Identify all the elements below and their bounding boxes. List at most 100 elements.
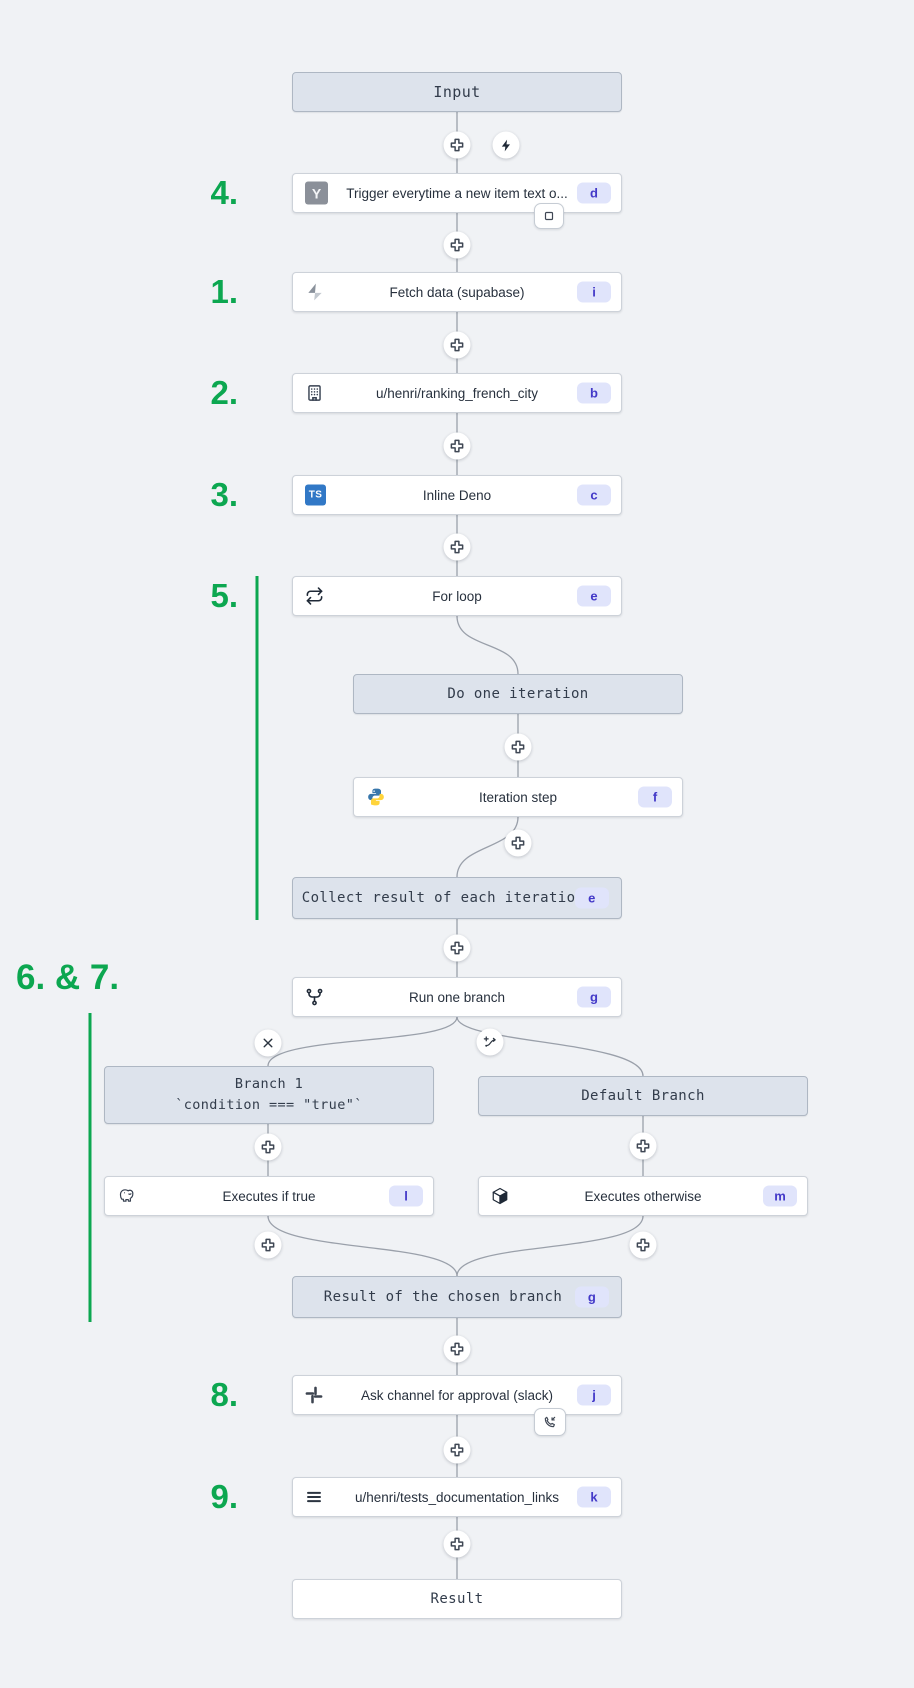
add-step-button[interactable]	[504, 733, 532, 761]
collect-result-label: Collect result of each iteration	[301, 890, 585, 906]
approval-suspend-button[interactable]	[534, 1408, 566, 1436]
add-step-button[interactable]	[443, 1335, 471, 1363]
postgresql-icon	[117, 1187, 136, 1206]
annotation-step-1: 1.	[210, 273, 238, 310]
run-one-branch-node[interactable]: Run one branch g	[292, 977, 622, 1017]
tests-documentation-links-node[interactable]: u/henri/tests_documentation_links k	[292, 1477, 622, 1517]
cube-icon	[491, 1187, 509, 1205]
executes-if-true-label: Executes if true	[222, 1188, 316, 1204]
trigger-node-label: Trigger everytime a new item text o...	[346, 185, 568, 201]
add-trigger-button[interactable]	[492, 131, 520, 159]
annotation-bracket-loop	[255, 576, 259, 920]
add-step-button[interactable]	[504, 829, 532, 857]
result-chosen-branch-node[interactable]: Result of the chosen branch g	[292, 1276, 622, 1318]
executes-if-true-badge: l	[389, 1185, 423, 1207]
executes-if-true-node[interactable]: Executes if true l	[104, 1176, 434, 1216]
add-step-button[interactable]	[443, 1530, 471, 1558]
result-node-label: Result	[430, 1591, 484, 1607]
plus-icon	[450, 238, 464, 252]
add-branch-icon	[483, 1036, 496, 1047]
plus-icon	[450, 138, 464, 152]
input-node[interactable]: Input	[292, 72, 622, 112]
plus-icon	[636, 1238, 650, 1252]
plus-icon	[450, 439, 464, 453]
ask-approval-badge: j	[577, 1384, 611, 1406]
add-step-button[interactable]	[443, 131, 471, 159]
branch1-condition: `condition === "true"`	[175, 1097, 363, 1113]
typescript-icon: TS	[305, 484, 326, 506]
input-node-label: Input	[433, 83, 481, 101]
supabase-bolt-icon	[305, 282, 325, 302]
plus-icon	[450, 1537, 464, 1551]
tests-documentation-links-label: u/henri/tests_documentation_links	[354, 1489, 560, 1505]
run-one-branch-badge: g	[577, 986, 611, 1008]
annotation-step-6-7: 6. & 7.	[16, 958, 120, 997]
add-step-button[interactable]	[443, 331, 471, 359]
plus-icon	[261, 1140, 275, 1154]
plus-icon	[450, 941, 464, 955]
annotation-step-3: 3.	[210, 476, 238, 513]
inline-deno-node[interactable]: TS Inline Deno c	[292, 475, 622, 515]
tests-documentation-links-badge: k	[577, 1486, 611, 1508]
add-step-button[interactable]	[443, 1436, 471, 1464]
iteration-step-label: Iteration step	[478, 789, 558, 805]
plus-icon	[450, 1342, 464, 1356]
annotation-bracket-branches	[88, 1013, 92, 1322]
add-step-button[interactable]	[443, 934, 471, 962]
default-branch-node[interactable]: Default Branch	[478, 1076, 808, 1116]
trigger-suspend-button[interactable]	[534, 203, 564, 229]
executes-otherwise-label: Executes otherwise	[584, 1188, 702, 1204]
plus-icon	[636, 1139, 650, 1153]
menu-lines-icon	[305, 1488, 323, 1506]
collect-result-node[interactable]: Collect result of each iteration e	[292, 877, 622, 919]
plus-icon	[261, 1238, 275, 1252]
for-loop-node[interactable]: For loop e	[292, 576, 622, 616]
square-icon	[544, 211, 554, 221]
ranking-french-city-node[interactable]: u/henri/ranking_french_city b	[292, 373, 622, 413]
do-one-iteration-label: Do one iteration	[447, 686, 589, 702]
result-chosen-branch-label: Result of the chosen branch	[323, 1289, 563, 1305]
add-step-button[interactable]	[254, 1231, 282, 1259]
for-loop-badge: e	[577, 585, 611, 607]
run-one-branch-label: Run one branch	[408, 989, 506, 1005]
executes-otherwise-node[interactable]: Executes otherwise m	[478, 1176, 808, 1216]
plus-icon	[511, 836, 525, 850]
inline-deno-badge: c	[577, 484, 611, 506]
add-step-button[interactable]	[629, 1231, 657, 1259]
annotation-step-5: 5.	[210, 577, 238, 614]
ask-approval-label: Ask channel for approval (slack)	[360, 1387, 554, 1403]
inline-deno-label: Inline Deno	[422, 487, 492, 503]
branch1-node[interactable]: Branch 1 `condition === "true"`	[104, 1066, 434, 1124]
add-step-button[interactable]	[443, 231, 471, 259]
ask-approval-node[interactable]: Ask channel for approval (slack) j	[292, 1375, 622, 1415]
branch1-title: Branch 1	[234, 1076, 304, 1093]
annotation-step-9: 9.	[210, 1478, 238, 1515]
annotation-step-8: 8.	[210, 1376, 238, 1413]
slack-icon	[305, 1386, 323, 1404]
add-step-button[interactable]	[254, 1133, 282, 1161]
plus-icon	[511, 740, 525, 754]
add-step-button[interactable]	[443, 432, 471, 460]
for-loop-label: For loop	[432, 588, 482, 604]
do-one-iteration-node[interactable]: Do one iteration	[353, 674, 683, 714]
plus-icon	[450, 338, 464, 352]
add-step-button[interactable]	[443, 533, 471, 561]
fork-icon	[305, 988, 324, 1007]
trigger-node-badge: d	[577, 182, 611, 204]
add-step-button[interactable]	[629, 1132, 657, 1160]
annotation-step-2: 2.	[210, 374, 238, 411]
ranking-french-city-label: u/henri/ranking_french_city	[375, 385, 539, 401]
iteration-step-node[interactable]: Iteration step f	[353, 777, 683, 817]
add-branch-button[interactable]	[476, 1028, 504, 1056]
annotation-step-4: 4.	[210, 174, 238, 211]
iteration-step-badge: f	[638, 786, 672, 808]
remove-branch-button[interactable]	[254, 1029, 282, 1057]
trigger-node[interactable]: Y Trigger everytime a new item text o...…	[292, 173, 622, 213]
repeat-icon	[305, 587, 324, 606]
ranking-french-city-badge: b	[577, 382, 611, 404]
collect-result-badge: e	[575, 887, 609, 909]
fetch-data-node[interactable]: Fetch data (supabase) i	[292, 272, 622, 312]
result-node[interactable]: Result	[292, 1579, 622, 1619]
close-icon	[263, 1038, 273, 1048]
